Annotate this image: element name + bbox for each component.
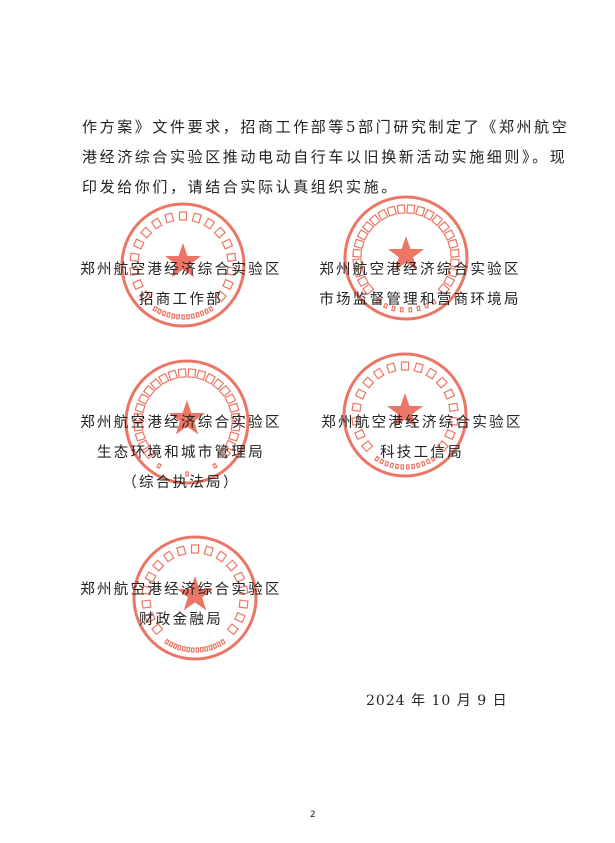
signatory-line: 郑州航空港经济综合实验区 <box>319 262 521 278</box>
official-seal <box>130 533 260 663</box>
seal-ring <box>120 202 246 328</box>
seal-lettering-marks <box>352 204 460 313</box>
signatory-line: 财政金融局 <box>139 612 223 628</box>
body-line: 港经济综合实验区推动电动自行车以旧换新活动实施细则》。现 <box>82 148 568 166</box>
signatory-block: 郑州航空港经济综合实验区 市场监督管理和营商环境局 <box>300 255 540 315</box>
official-seal <box>340 350 470 480</box>
star-icon <box>164 243 202 278</box>
signatory-block: 郑州航空港经济综合实验区 科技工信局 <box>302 408 542 468</box>
body-line: 作方案》文件要求，招商工作部等5部门研究制定了《郑州航空 <box>82 118 570 136</box>
seal-graphic <box>120 202 246 328</box>
seal-lettering-marks <box>133 368 241 477</box>
signatory-block: 郑州航空港经济综合实验区 招商工作部 <box>61 255 301 315</box>
seal-lettering-marks <box>141 544 249 653</box>
seal-graphic <box>124 359 250 485</box>
signatory-line: （综合执法局） <box>122 475 240 491</box>
official-seal <box>122 357 252 487</box>
seal-ring <box>124 359 250 485</box>
seal-graphic <box>132 535 258 661</box>
seal-ring <box>342 352 468 478</box>
star-icon <box>176 576 214 611</box>
signatory-line: 招商工作部 <box>139 292 223 308</box>
seal-ring <box>132 535 258 661</box>
signatory-line: 市场监督管理和营商环境局 <box>319 292 521 308</box>
signatory-block: 郑州航空港经济综合实验区 财政金融局 <box>61 575 301 635</box>
seal-ring <box>343 195 469 321</box>
signatory-line: 郑州航空港经济综合实验区 <box>80 262 282 278</box>
star-icon <box>386 393 424 428</box>
issue-date: 2024 年 10 月 9 日 <box>366 693 508 709</box>
seal-graphic <box>342 352 468 478</box>
signatory-line: 郑州航空港经济综合实验区 <box>80 415 282 431</box>
seal-lettering-marks <box>351 361 459 470</box>
seal-graphic <box>343 195 469 321</box>
signatory-line: 郑州航空港经济综合实验区 <box>321 415 523 431</box>
signatory-line: 郑州航空港经济综合实验区 <box>80 582 282 598</box>
page-number: 2 <box>310 810 316 820</box>
star-icon <box>387 236 425 271</box>
seal-lettering-marks <box>129 211 237 320</box>
signatory-line: 科技工信局 <box>380 445 464 461</box>
signatory-block: 郑州航空港经济综合实验区 生态环境和城市管理局 （综合执法局） <box>61 408 301 498</box>
star-icon <box>168 400 206 435</box>
body-line: 印发给你们，请结合实际认真组织实施。 <box>82 178 399 196</box>
official-seal <box>118 200 248 330</box>
official-seal <box>341 193 471 323</box>
signatory-line: 生态环境和城市管理局 <box>97 445 265 461</box>
body-paragraph: 作方案》文件要求，招商工作部等5部门研究制定了《郑州航空 港经济综合实验区推动电… <box>82 112 570 202</box>
